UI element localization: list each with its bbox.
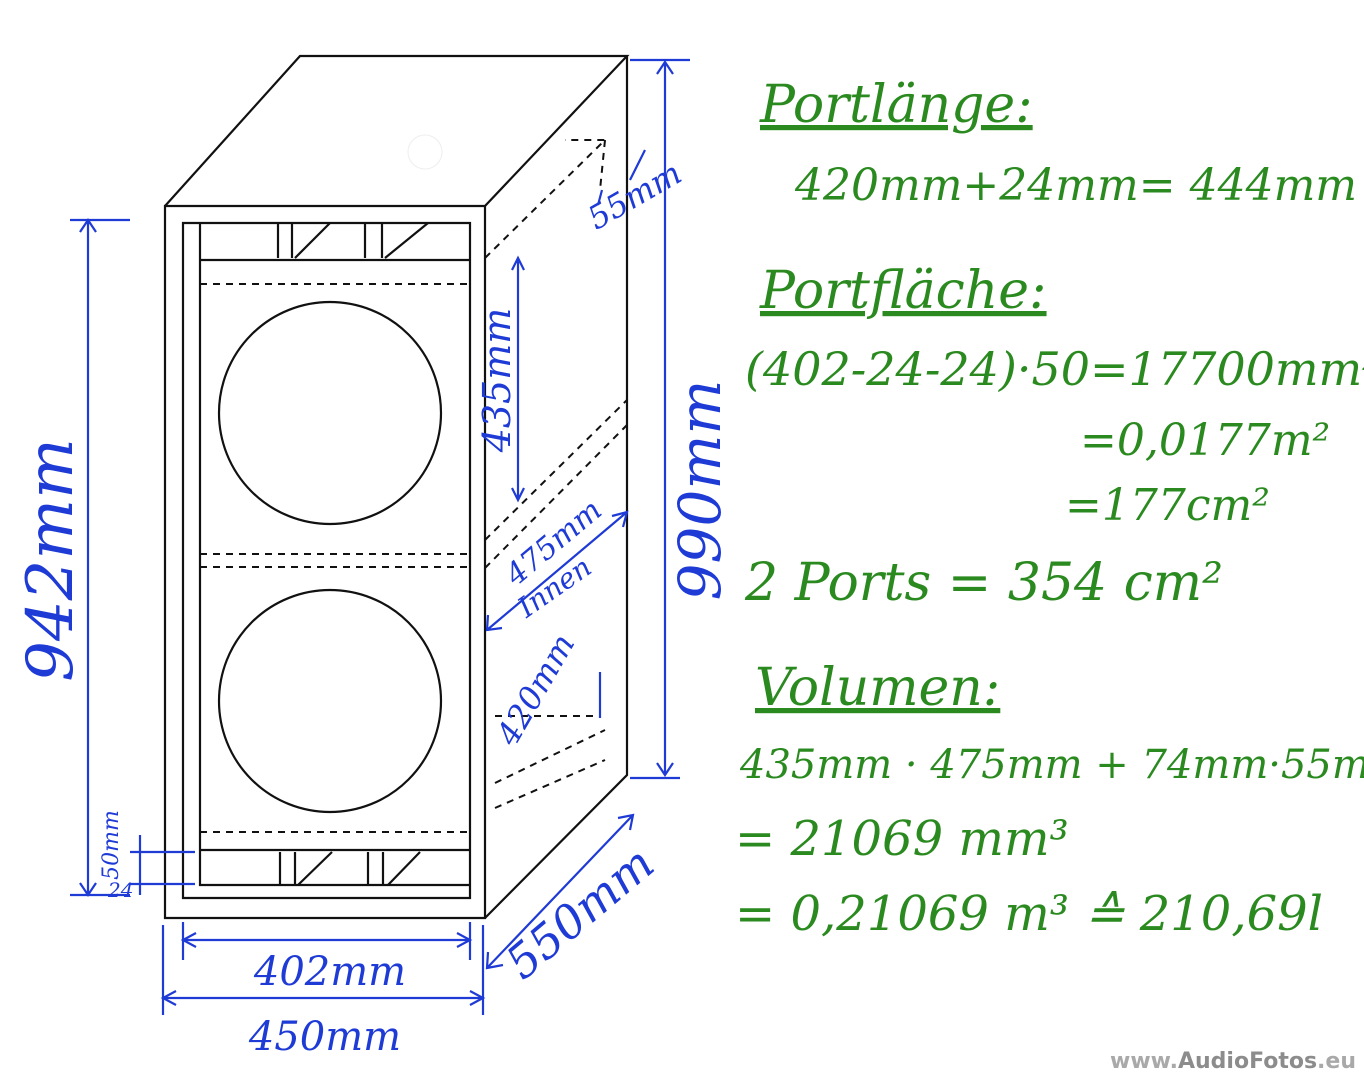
top-brace: [276, 222, 429, 259]
ports-total: 2 Ports = 354 cm²: [744, 553, 1223, 613]
woofer-upper: [217, 300, 443, 526]
top-face: [164, 54, 630, 207]
dim-402-label: 402mm: [253, 949, 406, 995]
watermark-prefix: www.: [1110, 1049, 1178, 1074]
dash-mid-shelf: [200, 553, 470, 568]
calculation-notes: Portlänge: 420mm+24mm= 444mm Portfläche:…: [735, 75, 1364, 942]
portflaeche-calc1: (402-24-24)·50=17700mm²: [745, 342, 1364, 396]
dim-435-line: [511, 255, 525, 503]
dim-942-line: [70, 218, 130, 897]
volumen-calc1: 435mm · 475mm + 74mm·55mm: [739, 742, 1364, 788]
portflaeche-calc2: =0,0177m²: [1080, 415, 1330, 466]
dim-550-label: 550mm: [495, 836, 664, 990]
inner-front-frame: [181, 221, 472, 900]
inner-frame-line: [198, 223, 470, 887]
dim-420-label: 420mm: [488, 627, 582, 752]
dim-990-line: [630, 58, 690, 780]
dimension-lines: [70, 58, 690, 1015]
top-mark: [407, 134, 443, 170]
cabinet-outline: [163, 54, 630, 920]
portlaenge-title: Portlänge:: [759, 75, 1033, 135]
dim-942-label: 942mm: [14, 438, 88, 682]
dash-top-port: [484, 139, 608, 259]
dim-402-line: [180, 922, 473, 960]
watermark-fotos: Fotos: [1249, 1049, 1318, 1074]
dim-50-line: [130, 835, 195, 895]
dim-550-line: [485, 813, 635, 970]
volumen-calc2: = 21069 mm³: [735, 811, 1069, 867]
dim-55-arrows: [596, 149, 646, 206]
side-face: [484, 56, 629, 919]
dim-450-label: 450mm: [248, 1014, 401, 1060]
volumen-calc3: = 0,21069 m³ ≙ 210,69l: [735, 886, 1323, 942]
dim-55-label: 55mm: [581, 154, 688, 238]
dim-475-line: [485, 510, 629, 632]
portflaeche-title: Portfläche:: [759, 261, 1047, 321]
dim-435-label: 435mm: [475, 308, 519, 454]
portlaenge-calc: 420mm+24mm= 444mm: [794, 160, 1357, 211]
bottom-brace: [278, 851, 421, 886]
dim-50-label: 50mm: [99, 810, 124, 880]
portflaeche-calc3: =177cm²: [1065, 480, 1270, 531]
dim-450-line: [160, 925, 486, 1015]
volumen-title: Volumen:: [755, 658, 1000, 718]
dim-24-label: 24: [107, 878, 133, 902]
watermark: www.AudioFotos.eu: [1110, 1049, 1356, 1074]
hidden-lines: [200, 139, 628, 833]
woofer-lower: [217, 588, 443, 814]
dash-bottom-port: [494, 715, 606, 809]
watermark-audio: Audio: [1177, 1049, 1250, 1074]
watermark-suffix: .eu: [1317, 1049, 1356, 1074]
dim-990-label: 990mm: [666, 380, 734, 601]
